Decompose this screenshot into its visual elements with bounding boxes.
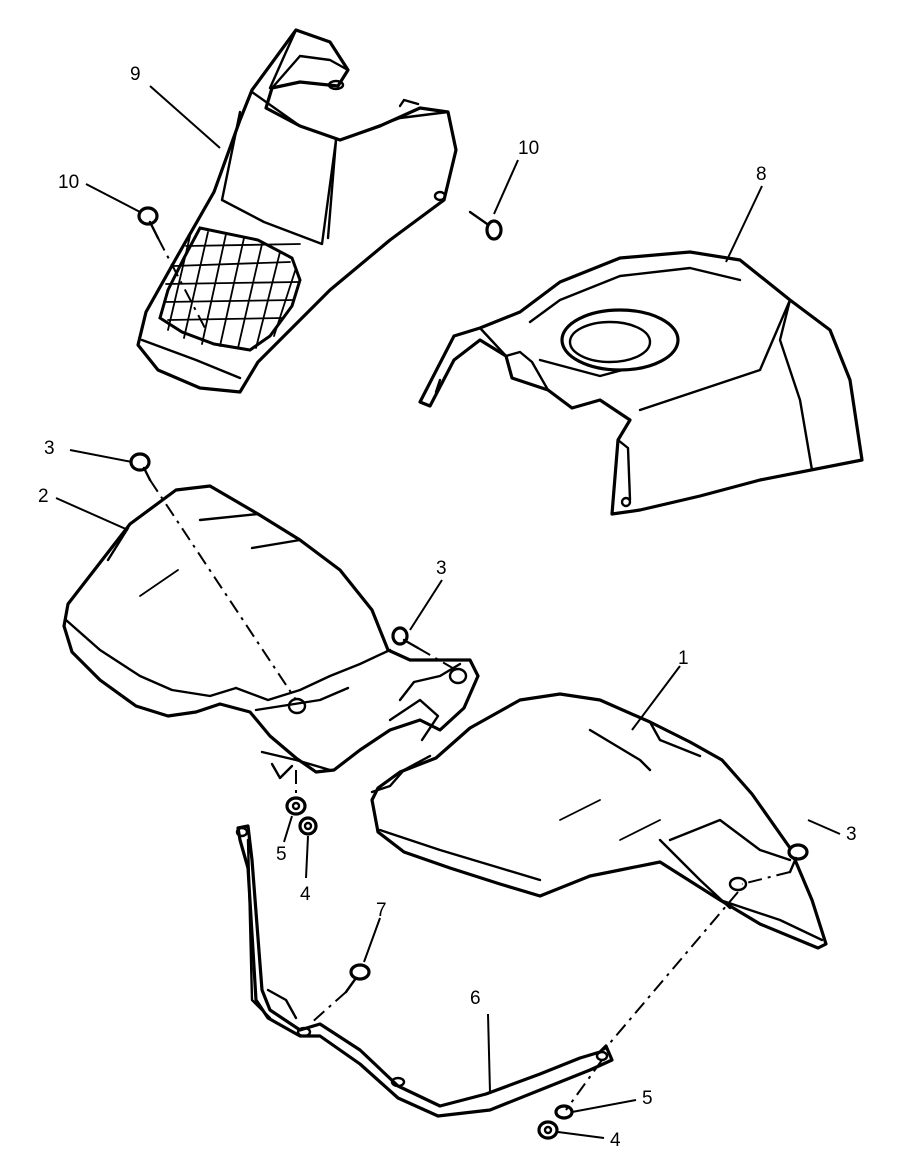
callout-part-10-left: 10 <box>58 172 79 193</box>
callout-part-3-middle: 3 <box>436 558 447 579</box>
part-9-front-cover <box>136 28 458 394</box>
leader-lines <box>55 85 841 1139</box>
part-3-bolt-b <box>391 626 420 650</box>
callout-part-7: 7 <box>376 900 387 921</box>
callout-part-6: 6 <box>470 988 481 1009</box>
part-7-bolt <box>344 963 371 994</box>
callout-part-1: 1 <box>678 648 689 669</box>
part-10-screw-a <box>137 206 160 240</box>
part-1-rear-fender <box>370 692 828 950</box>
part-4-nut-b <box>537 1120 559 1140</box>
part-5-washer-b <box>554 1104 574 1120</box>
callout-part-2: 2 <box>38 486 49 507</box>
part-3-bolt-c <box>787 843 809 874</box>
callout-part-8: 8 <box>756 164 767 185</box>
part-4-nut-a <box>298 816 318 836</box>
part-2-front-fender <box>62 484 480 780</box>
callout-part-4-left: 4 <box>300 884 311 905</box>
part-8-tank-cover <box>418 250 864 516</box>
part-10-screw-b <box>468 210 503 241</box>
callout-part-10-right: 10 <box>518 138 539 159</box>
grille-mesh <box>163 231 301 349</box>
part-3-bolt-a <box>129 452 152 482</box>
callout-labels: 9 10 10 8 3 2 3 1 3 5 4 7 6 5 4 <box>38 64 857 1151</box>
callout-part-3-right: 3 <box>846 824 857 845</box>
part-5-washer-a <box>285 796 307 816</box>
assembly-lines <box>149 237 791 1111</box>
callout-part-9: 9 <box>130 64 141 85</box>
callout-part-5-right: 5 <box>642 1088 653 1109</box>
callout-part-5-left: 5 <box>276 844 287 865</box>
callout-part-3-top: 3 <box>44 438 55 459</box>
callout-part-4-right: 4 <box>610 1130 621 1151</box>
